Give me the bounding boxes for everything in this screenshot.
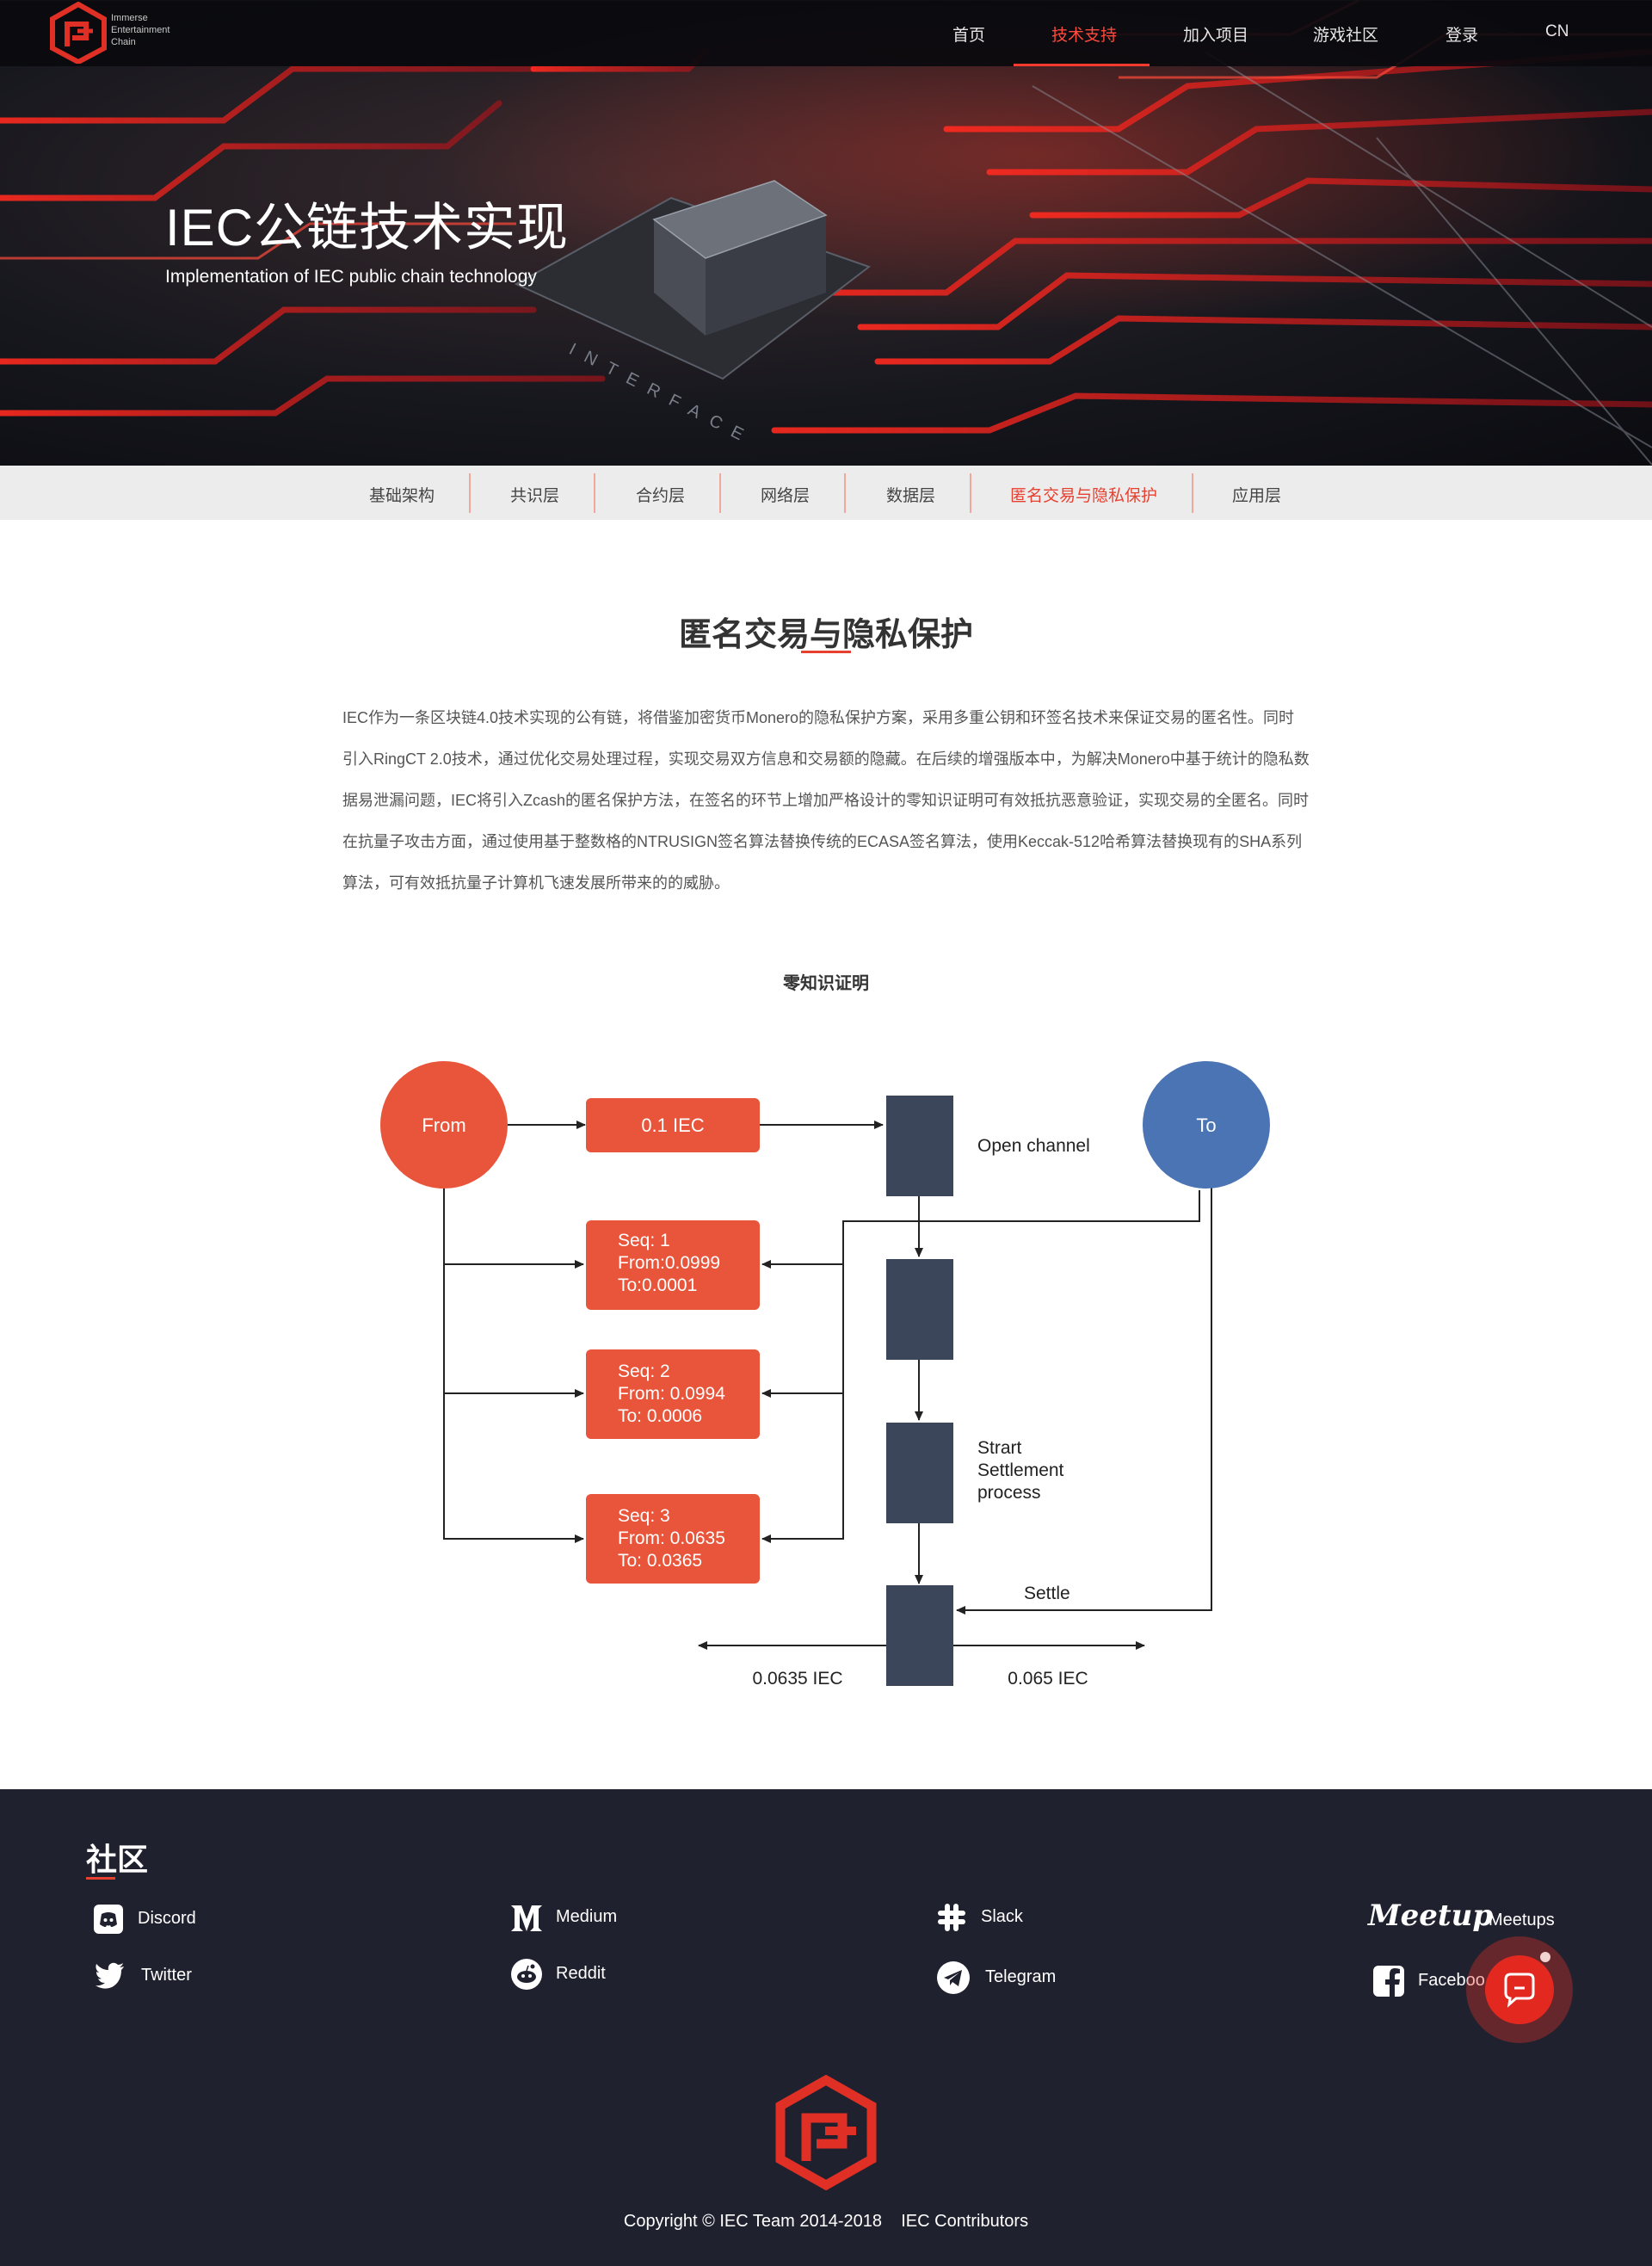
footer xyxy=(0,1789,1652,2266)
tab-infrastructure[interactable]: 基础架构 xyxy=(369,487,435,505)
tab-anonymous-privacy[interactable]: 匿名交易与隐私保护 xyxy=(1010,487,1158,505)
svg-text:Seq: 1: Seq: 1 xyxy=(618,1231,670,1250)
medium-icon xyxy=(511,1905,542,1931)
svg-text:From: 0.0635: From: 0.0635 xyxy=(618,1528,725,1548)
from-label: From xyxy=(422,1114,465,1136)
iec-footer-logo-icon xyxy=(775,2075,877,2190)
seq-box-3 xyxy=(586,1494,760,1584)
output-left-label: 0.0635 IEC xyxy=(752,1669,842,1689)
seq-box-1 xyxy=(586,1220,760,1310)
channel-block-2 xyxy=(886,1259,953,1360)
tab-contract[interactable]: 合约层 xyxy=(636,487,686,505)
tab-application[interactable]: 应用层 xyxy=(1232,487,1282,505)
amount-label: 0.1 IEC xyxy=(641,1114,704,1136)
copyright-text: Copyright © IEC Team 2014-2018 IEC Contr… xyxy=(623,2212,1029,2231)
svg-text:Settlement: Settlement xyxy=(977,1460,1064,1480)
nav-join-project[interactable]: 加入项目 xyxy=(1183,27,1249,45)
svg-text:From: 0.0994: From: 0.0994 xyxy=(618,1384,725,1404)
page-title: IEC公链技术实现 xyxy=(165,199,570,256)
title-underline xyxy=(801,651,851,653)
svg-text:To: 0.0365: To: 0.0365 xyxy=(618,1551,702,1571)
nav-active-indicator xyxy=(1014,64,1150,66)
svg-text:From:0.0999: From:0.0999 xyxy=(618,1253,720,1273)
open-channel-label: Open channel xyxy=(977,1136,1090,1156)
tab-divider xyxy=(1192,473,1193,513)
tab-consensus[interactable]: 共识层 xyxy=(510,487,560,505)
nav-game-community[interactable]: 游戏社区 xyxy=(1313,27,1379,45)
top-navigation-bar: Immerse Entertainment Chain 首页 技术支持 加入项目… xyxy=(0,0,1652,66)
svg-text:process: process xyxy=(977,1483,1041,1503)
channel-block-1 xyxy=(886,1096,953,1196)
chat-widget-button[interactable] xyxy=(1466,1936,1573,2043)
tab-divider xyxy=(719,473,721,513)
chat-icon xyxy=(1504,1973,1535,2008)
to-label: To xyxy=(1196,1114,1216,1136)
twitter-icon xyxy=(96,1962,124,1989)
nav-tech-support[interactable]: 技术支持 xyxy=(1051,27,1118,45)
zero-knowledge-proof-diagram: From To 0.1 IEC Seq: 1 From:0.0999 To:0.… xyxy=(380,1061,1270,1689)
svg-text:To: 0.0006: To: 0.0006 xyxy=(618,1406,702,1426)
logo-text: Immerse Entertainment Chain xyxy=(111,13,170,47)
iec-logo-icon[interactable] xyxy=(48,2,108,64)
nav-login[interactable]: 登录 xyxy=(1446,27,1479,45)
output-right-label: 0.065 IEC xyxy=(1008,1669,1088,1689)
svg-text:To:0.0001: To:0.0001 xyxy=(618,1275,697,1295)
settle-label: Settle xyxy=(1024,1584,1070,1603)
tab-data[interactable]: 数据层 xyxy=(886,487,936,505)
svg-text:Seq: 3: Seq: 3 xyxy=(618,1506,670,1526)
tab-divider xyxy=(594,473,595,513)
facebook-icon xyxy=(1373,1966,1404,1997)
seq-box-2 xyxy=(586,1349,760,1439)
chat-notification-dot xyxy=(1540,1952,1550,1962)
section-paragraph: IEC作为一条区块链4.0技术实现的公有链，将借鉴加密货币Monero的隐私保护… xyxy=(342,709,1310,892)
tab-network[interactable]: 网络层 xyxy=(761,487,811,505)
reddit-icon xyxy=(511,1959,542,1990)
amount-box xyxy=(586,1098,760,1152)
nav-home[interactable]: 首页 xyxy=(952,27,986,45)
section-title: 匿名交易与隐私保护 xyxy=(678,617,973,653)
channel-block-4 xyxy=(886,1585,953,1686)
svg-text:Strart: Strart xyxy=(977,1438,1022,1458)
nav-language[interactable]: CN xyxy=(1545,22,1569,40)
slack-icon xyxy=(938,1904,965,1931)
tab-divider xyxy=(844,473,846,513)
meetup-icon: Meetup xyxy=(1368,1899,1494,1933)
section-tabs: 基础架构 共识层 合约层 网络层 数据层 匿名交易与隐私保护 应用层 xyxy=(0,466,1652,520)
community-underline xyxy=(86,1877,115,1880)
to-node xyxy=(1143,1061,1270,1189)
telegram-icon xyxy=(937,1961,970,1994)
svg-text:Seq: 2: Seq: 2 xyxy=(618,1361,670,1381)
from-node xyxy=(380,1061,508,1189)
page-subtitle: Implementation of IEC public chain techn… xyxy=(165,267,537,287)
discord-icon xyxy=(94,1905,123,1934)
hero-banner: INTERFACE IEC公链技术实现 Implementation of IE… xyxy=(0,0,1652,466)
diagram-title: 零知识证明 xyxy=(783,974,869,993)
community-title: 社区 xyxy=(86,1842,149,1877)
tab-divider xyxy=(469,473,471,513)
channel-block-3 xyxy=(886,1423,953,1523)
tab-divider xyxy=(970,473,971,513)
